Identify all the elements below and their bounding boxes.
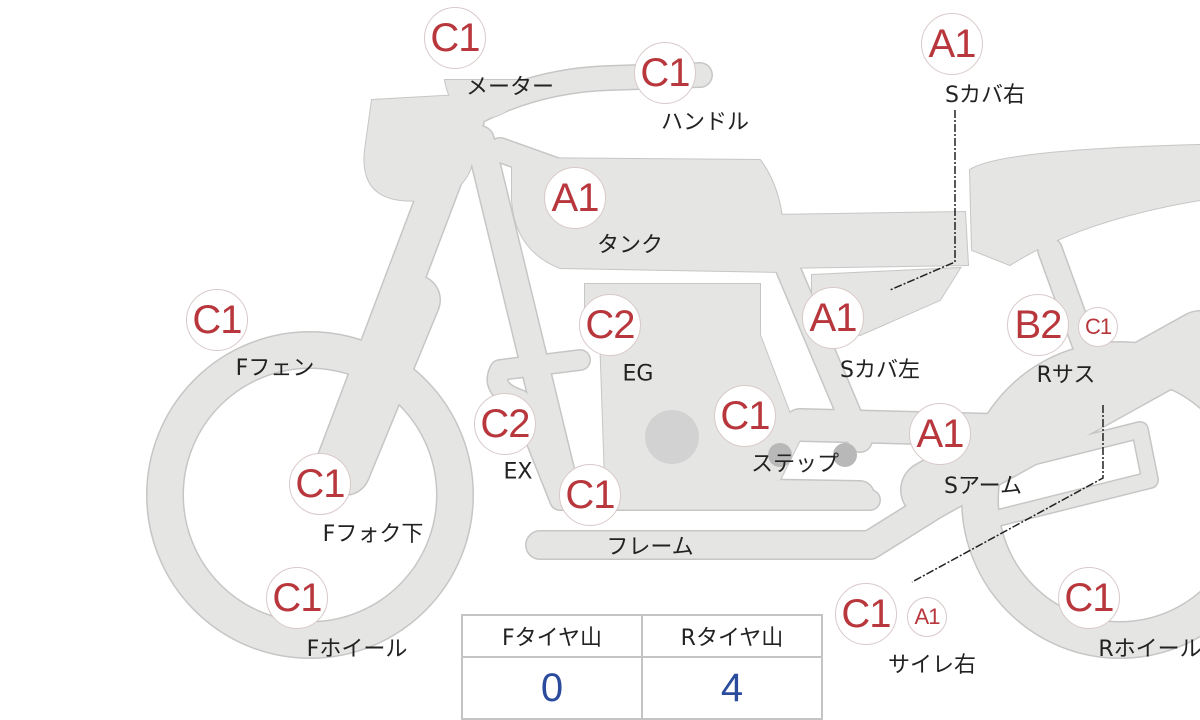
grade-badge-rear-suspension: B2 <box>1007 294 1069 356</box>
grade-badge-handle: C1 <box>634 42 696 104</box>
engine-cover-circle <box>645 410 699 464</box>
label-rear-wheel: Rホイール <box>1098 637 1200 662</box>
grade-badge-rear-suspension-secondary: C1 <box>1078 307 1118 347</box>
grade-badge-front-wheel: C1 <box>266 567 328 629</box>
label-front-fender: Fフェン <box>235 356 315 381</box>
grade-badge-side-cover-right: A1 <box>921 13 983 75</box>
step-peg <box>768 443 792 467</box>
label-side-cover-left: Sカバ左 <box>840 358 920 383</box>
grade-badge-frame: C1 <box>559 464 621 526</box>
label-tank: タンク <box>596 233 664 258</box>
grade-badge-swing-arm: A1 <box>909 403 971 465</box>
grade-badge-rear-wheel: C1 <box>1058 567 1120 629</box>
grade-badge-front-fork-lower: C1 <box>289 453 351 515</box>
leader-line-side-cover-right <box>889 110 956 291</box>
grade-badge-meter: C1 <box>424 7 486 69</box>
grade-badge-exhaust: C2 <box>474 393 536 455</box>
grade-badge-side-cover-left: A1 <box>802 287 864 349</box>
label-front-fork-lower: Fフォク下 <box>322 522 424 547</box>
label-handle: ハンドル <box>660 110 750 135</box>
leader-line-silencer <box>911 405 1104 583</box>
front-tyre-header: Fタイヤ山 <box>461 614 643 658</box>
rear-tyre-value: 4 <box>641 656 823 720</box>
grade-badge-tank: A1 <box>544 167 606 229</box>
tyre-tread-table: Fタイヤ山 Rタイヤ山 0 4 <box>461 614 823 720</box>
label-frame: フレーム <box>606 535 694 560</box>
rear-tyre-header: Rタイヤ山 <box>641 614 823 658</box>
label-silencer-right: サイレ右 <box>887 653 977 678</box>
label-exhaust: EX <box>503 459 533 485</box>
front-tyre-value: 0 <box>461 656 643 720</box>
label-side-cover-right: Sカバ右 <box>945 83 1025 108</box>
label-engine: EG <box>622 361 654 387</box>
label-meter: メーター <box>465 75 555 100</box>
label-rear-suspension: Rサス <box>1036 363 1096 388</box>
grade-badge-front-fender: C1 <box>186 289 248 351</box>
grade-badge-engine: C2 <box>579 294 641 356</box>
grade-badge-silencer-right-secondary: A1 <box>907 597 947 637</box>
step-peg <box>833 443 857 467</box>
grade-badge-silencer-right: C1 <box>835 583 897 645</box>
grade-badge-step: C1 <box>714 385 776 447</box>
label-step: ステップ <box>750 452 840 477</box>
label-swing-arm: Sアーム <box>944 474 1022 499</box>
label-front-wheel: Fホイール <box>306 637 408 662</box>
